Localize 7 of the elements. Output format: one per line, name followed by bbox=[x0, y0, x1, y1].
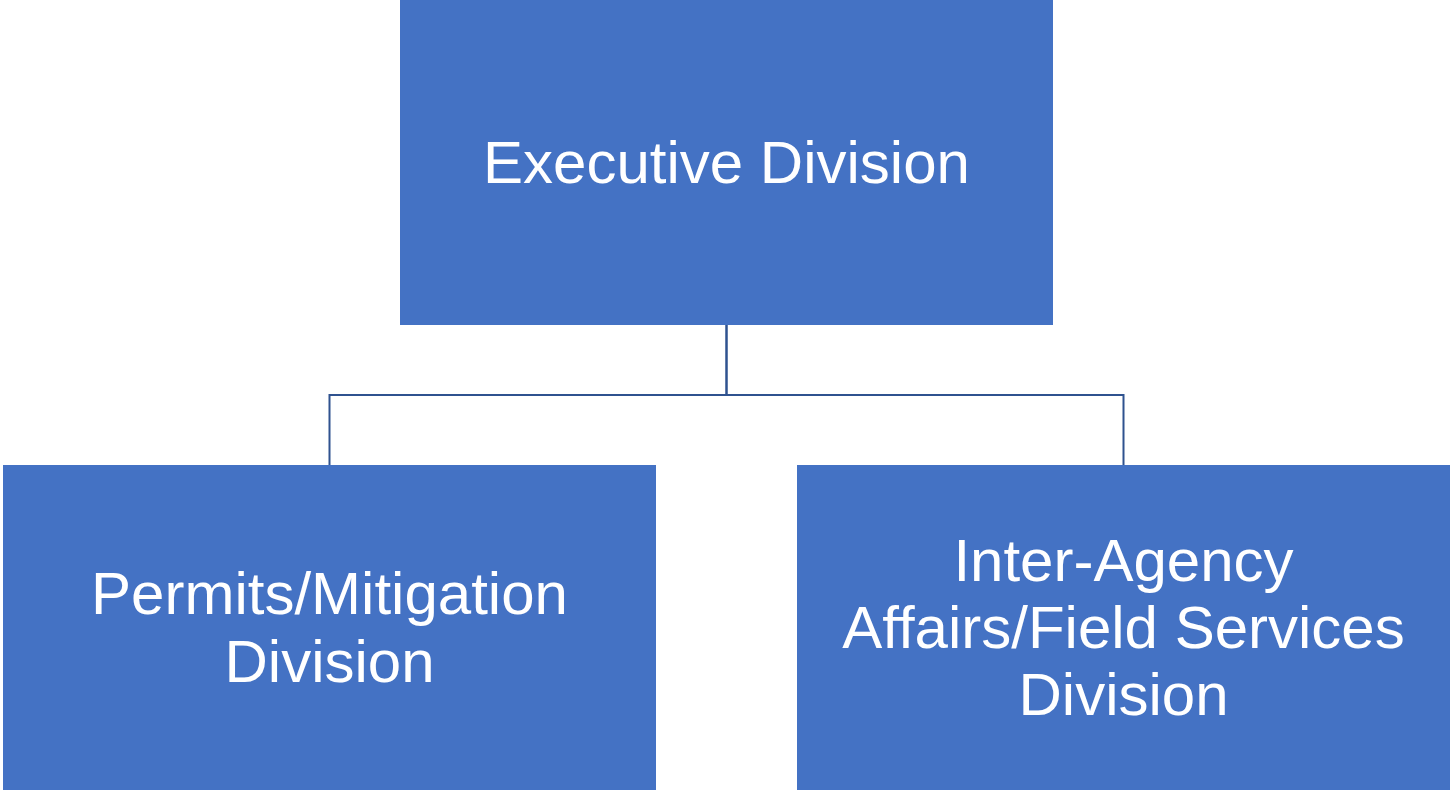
division-box bbox=[3, 465, 656, 790]
division-box bbox=[400, 0, 1053, 325]
division-name: Inter-Agency Affairs/Field Services Division bbox=[841, 526, 1406, 729]
division-box bbox=[797, 465, 1450, 790]
division-name: Permits/Mitigation Division bbox=[90, 560, 569, 695]
division-name: Executive Division bbox=[483, 128, 970, 197]
connector-line bbox=[725, 324, 1125, 466]
